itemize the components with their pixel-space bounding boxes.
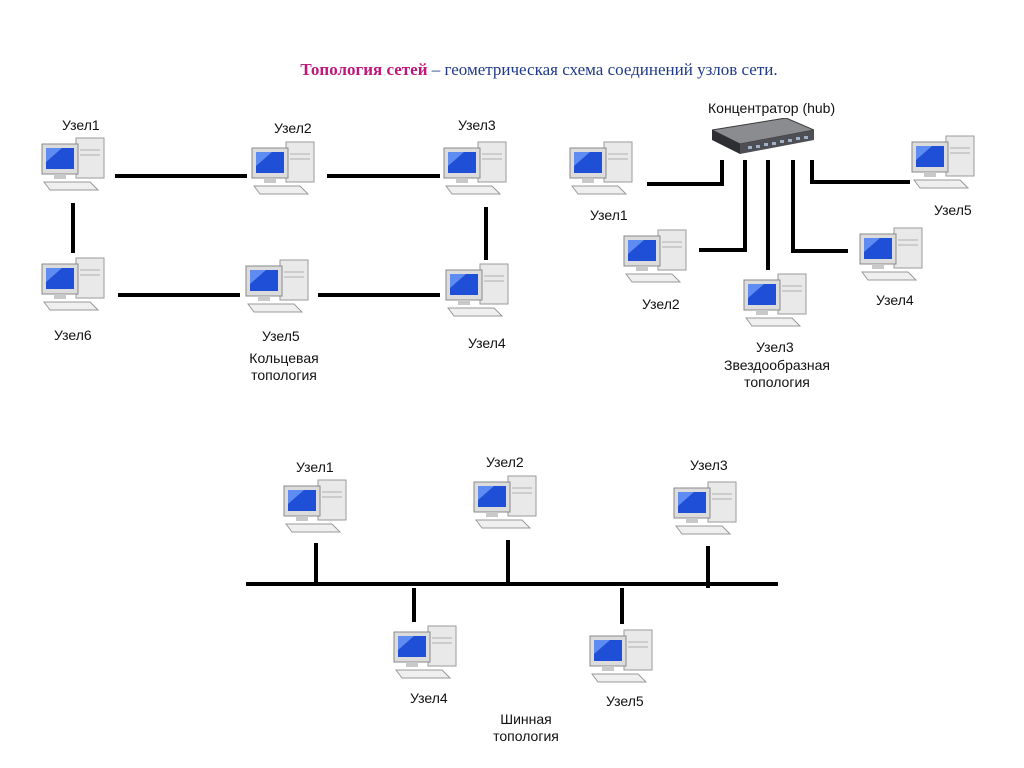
page-title: Топология сетей – геометрическая схема с… (0, 60, 1024, 80)
computer-icon (672, 480, 742, 536)
title-highlight: Топология сетей (300, 60, 428, 79)
computer-icon (250, 140, 320, 196)
bus-caption-line1: Шинная (500, 711, 552, 727)
computer-icon (858, 226, 928, 282)
star-node-label: Узел5 (934, 202, 972, 218)
computer-icon (910, 134, 980, 190)
computer-icon (742, 272, 812, 328)
title-rest: – геометрическая схема соединений узлов … (427, 60, 778, 79)
star-caption-line2: топология (744, 374, 810, 390)
bus-node-label: Узел5 (606, 693, 644, 709)
star-node-label: Узел3 (756, 339, 794, 355)
star-link-5 (810, 160, 910, 184)
computer-icon (244, 258, 314, 314)
hub-icon (712, 118, 814, 156)
computer-icon (622, 228, 692, 284)
computer-icon (472, 474, 542, 530)
bus-node-label: Узел4 (410, 690, 448, 706)
bus-node-label: Узел2 (486, 454, 524, 470)
hub-label: Концентратор (hub) (708, 100, 836, 116)
ring-caption-line1: Кольцевая (249, 350, 319, 366)
computer-icon (40, 136, 110, 192)
ring-node-label: Узел6 (54, 327, 92, 343)
star-node-label: Узел1 (590, 207, 628, 223)
bus-caption-line2: топология (493, 728, 559, 744)
computer-icon (588, 628, 658, 684)
star-link-4 (791, 160, 848, 253)
star-caption-line1: Звездообразная (723, 357, 831, 373)
computer-icon (568, 140, 638, 196)
computer-icon (40, 256, 110, 312)
bus-node-label: Узел3 (690, 457, 728, 473)
ring-node-label: Узел3 (458, 117, 496, 133)
ring-node-label: Узел5 (262, 328, 300, 344)
star-link-1 (647, 160, 724, 186)
ring-node-label: Узел4 (468, 335, 506, 351)
computer-icon (392, 624, 462, 680)
ring-caption-line2: топология (251, 367, 317, 383)
ring-node-label: Узел1 (62, 117, 100, 133)
bus-node-label: Узел1 (296, 459, 334, 475)
star-node-label: Узел4 (876, 292, 914, 308)
ring-node-label: Узел2 (274, 120, 312, 136)
computer-icon (444, 262, 514, 318)
star-link-2 (699, 160, 747, 252)
star-node-label: Узел2 (642, 296, 680, 312)
computer-icon (282, 478, 352, 534)
computer-icon (442, 140, 512, 196)
